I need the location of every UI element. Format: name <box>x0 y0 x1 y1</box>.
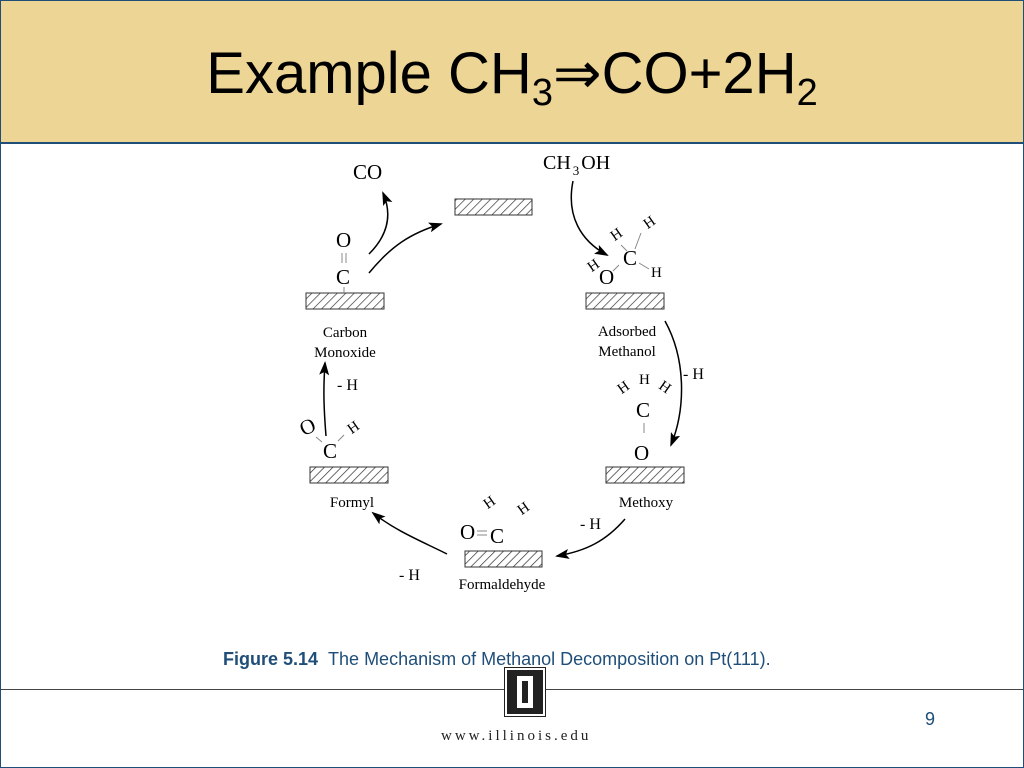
atom-h: H <box>615 378 633 397</box>
figure-caption-text: The Mechanism of Methanol Decomposition … <box>328 649 771 669</box>
arrow-to-carbon-monoxide <box>319 361 330 437</box>
minus-h-formyl: - H <box>399 567 420 584</box>
adsorbed-methanol-molecule: C O H H H H <box>585 213 662 289</box>
surface-carbon-monoxide <box>305 292 385 310</box>
title-subscript-2: 2 <box>796 72 818 114</box>
surface-formyl <box>309 466 389 484</box>
atom-c: C <box>323 439 337 463</box>
label-methanol: Methanol <box>598 344 656 360</box>
figure-label: Figure 5.14 <box>223 649 319 669</box>
atom-h: H <box>641 213 659 232</box>
title-arrow: ⇒ <box>552 41 602 106</box>
co-product-label: CO <box>353 160 382 184</box>
label-methoxy: Methoxy <box>619 495 674 511</box>
title-middle: CO+2H <box>601 41 797 106</box>
methoxy-molecule: H H H C O <box>615 372 674 465</box>
minus-h-methoxy: - H <box>683 366 704 383</box>
footer-url: www.illinois.edu <box>441 728 592 744</box>
atom-o: O <box>336 228 351 252</box>
minus-h-formaldehyde: - H <box>580 516 601 533</box>
atom-c: C <box>336 265 350 289</box>
atom-h: H <box>608 225 626 244</box>
atom-h: H <box>515 499 533 518</box>
atom-h: H <box>651 265 662 281</box>
atom-o: O <box>599 265 614 289</box>
label-formyl: Formyl <box>330 495 374 511</box>
label-carbon: Carbon <box>323 325 368 341</box>
atom-c: C <box>623 246 637 270</box>
surface-top <box>454 198 533 216</box>
title-subscript-3: 3 <box>531 72 553 114</box>
arrow-methanol-adsorption <box>570 180 609 256</box>
arrow-to-formyl <box>371 511 448 555</box>
atom-c: C <box>490 524 504 548</box>
figure-caption: Figure 5.14 The Mechanism of Methanol Dec… <box>223 647 823 672</box>
arrow-co-desorption <box>368 191 393 255</box>
atom-o: O <box>296 413 320 441</box>
atom-o: O <box>460 520 475 544</box>
label-formaldehyde: Formaldehyde <box>459 577 546 593</box>
surface-formaldehyde <box>464 550 543 568</box>
atom-h: H <box>656 378 674 397</box>
illinois-logo-icon <box>504 667 546 717</box>
arrow-to-formaldehyde <box>555 518 626 559</box>
arrow-to-methoxy <box>664 320 683 447</box>
slide-title: Example CH3⇒CO+2H2 <box>1 39 1023 112</box>
carbon-monoxide-molecule: O C <box>336 228 351 293</box>
atom-c: C <box>636 398 650 422</box>
atom-h: H <box>639 372 650 388</box>
surface-adsorbed-methanol <box>585 292 665 310</box>
page-number: 9 <box>925 709 936 729</box>
arrow-surface-regeneration <box>368 222 443 274</box>
atom-h: H <box>481 493 499 512</box>
atom-h: H <box>345 418 363 437</box>
atom-o: O <box>634 441 649 465</box>
formyl-molecule: O H C <box>296 413 363 463</box>
title-bar: Example CH3⇒CO+2H2 <box>1 1 1023 144</box>
label-monoxide: Monoxide <box>314 345 376 361</box>
label-adsorbed: Adsorbed <box>598 324 657 340</box>
surface-methoxy <box>605 466 685 484</box>
minus-h-carbon-monoxide: - H <box>337 377 358 394</box>
title-prefix: Example CH <box>206 41 532 106</box>
formaldehyde-molecule: H H O C <box>460 493 533 548</box>
